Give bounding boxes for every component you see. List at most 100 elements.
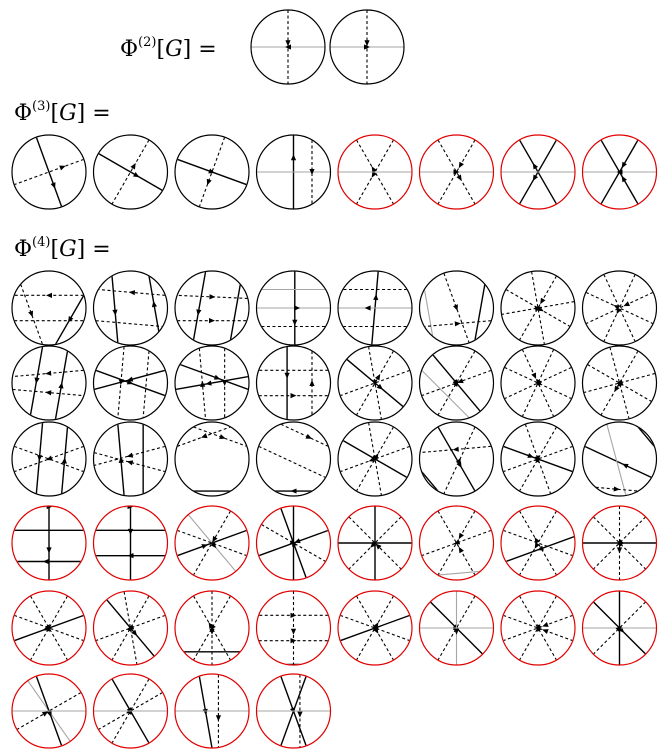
arrowhead-icon	[59, 166, 66, 171]
arrowhead-icon	[201, 544, 208, 549]
diagram-2-21	[420, 422, 494, 496]
diagram-lines	[586, 274, 653, 341]
diagram-lines	[422, 511, 492, 575]
diagram-2-19	[257, 422, 331, 496]
diagram-lines	[259, 591, 329, 665]
diagram-2-17	[94, 422, 168, 496]
propagator-line-dashed	[96, 321, 163, 327]
arrowhead-icon	[46, 293, 52, 298]
diagram-2-42	[175, 674, 249, 748]
arrowhead-icon	[297, 712, 302, 718]
diagram-2-16	[12, 422, 86, 496]
diagram-2-25	[94, 504, 168, 580]
diagram-2-23	[583, 422, 657, 496]
diagram-boundary-circle	[583, 271, 657, 345]
diagram-2-35	[257, 591, 331, 665]
diagram-2-7	[583, 271, 657, 345]
diagram-1-7	[583, 135, 657, 209]
diagram-lines	[338, 140, 412, 204]
diagram-2-0	[12, 271, 86, 345]
diagram-2-11	[257, 346, 331, 420]
propagator-line-solid	[638, 427, 654, 446]
arrowhead-icon	[203, 709, 208, 715]
diagram-2-4	[338, 271, 412, 345]
propagator-line-solid	[180, 365, 248, 390]
diagram-lines	[340, 596, 410, 660]
diagram-boundary-circle	[94, 422, 168, 496]
diagram-2-15	[583, 346, 657, 420]
arrowhead-icon	[58, 382, 63, 388]
arrowhead-icon	[216, 715, 221, 721]
diagram-2-22	[501, 422, 575, 496]
propagator-line-gray	[422, 370, 469, 417]
diagram-lines	[585, 424, 655, 495]
arrowhead-icon	[531, 372, 536, 379]
propagator-line-dashed	[503, 530, 573, 555]
diagram-lines	[259, 347, 329, 420]
diagram-1-4	[338, 135, 412, 209]
arrowhead-icon	[542, 629, 549, 634]
diagram-lines	[96, 592, 166, 665]
diagram-boundary-circle	[175, 271, 249, 345]
diagram-lines	[422, 351, 492, 418]
arrowhead-icon	[375, 374, 380, 380]
arrowhead-icon	[454, 169, 460, 174]
diagram-2-29	[420, 506, 494, 580]
arrowhead-icon	[623, 301, 630, 306]
arrowhead-icon	[284, 373, 289, 379]
diagram-2-39	[583, 591, 657, 665]
diagram-lines	[177, 511, 247, 575]
propagator-line-solid	[585, 446, 652, 477]
diagram-2-8	[12, 346, 86, 420]
diagram-lines	[424, 273, 491, 343]
diagram-lines	[420, 427, 491, 494]
diagram-2-5	[420, 271, 494, 345]
diagram-boundary-circle	[175, 422, 249, 496]
diagram-lines	[503, 596, 573, 660]
diagram-2-18	[175, 422, 249, 496]
diagram-2-9	[94, 346, 168, 420]
diagram-lines	[177, 272, 248, 340]
diagram-lines	[257, 675, 331, 748]
diagram-boundary-circle	[583, 422, 657, 496]
arrowhead-icon	[537, 546, 544, 551]
diagram-boundary-circle	[12, 271, 86, 345]
arrowhead-icon	[208, 169, 215, 174]
diagram-lines	[98, 140, 162, 204]
diagram-lines	[259, 506, 329, 580]
propagator-line-solid	[176, 377, 249, 390]
arrowhead-icon	[205, 381, 211, 386]
diagram-lines	[177, 427, 247, 491]
diagram-lines	[184, 591, 241, 665]
diagram-lines	[340, 423, 410, 496]
arrowhead-icon	[617, 547, 622, 553]
diagram-lines	[584, 347, 655, 418]
diagram-2-27	[257, 506, 331, 580]
diagram-2-13	[420, 346, 494, 420]
arrowhead-icon	[45, 371, 51, 376]
diagram-2-40	[12, 674, 86, 748]
diagram-lines	[14, 423, 84, 494]
propagator-line-dashed	[259, 446, 326, 477]
diagram-0-0	[251, 10, 325, 84]
diagram-1-1	[94, 135, 168, 209]
arrowhead-icon	[294, 538, 301, 543]
diagram-boundary-circle	[501, 506, 575, 580]
diagram-2-3	[257, 271, 331, 345]
propagator-line-solid	[112, 276, 118, 343]
propagator-line-solid	[98, 154, 162, 191]
diagram-1-0	[12, 135, 86, 209]
diagram-2-26	[175, 506, 249, 580]
diagram-boundary-circle	[257, 346, 331, 420]
arrowhead-icon	[130, 163, 135, 169]
propagator-line-solid	[475, 284, 485, 340]
arrowhead-icon	[527, 453, 534, 458]
diagram-2-38	[501, 591, 575, 665]
propagator-line-solid	[231, 284, 241, 340]
propagator-line-solid	[422, 472, 438, 491]
propagator-line-solid	[438, 427, 475, 491]
diagram-2-14	[501, 346, 575, 420]
diagram-2-24	[12, 504, 86, 580]
propagator-line-solid	[194, 272, 206, 340]
arrowhead-icon	[459, 533, 464, 539]
